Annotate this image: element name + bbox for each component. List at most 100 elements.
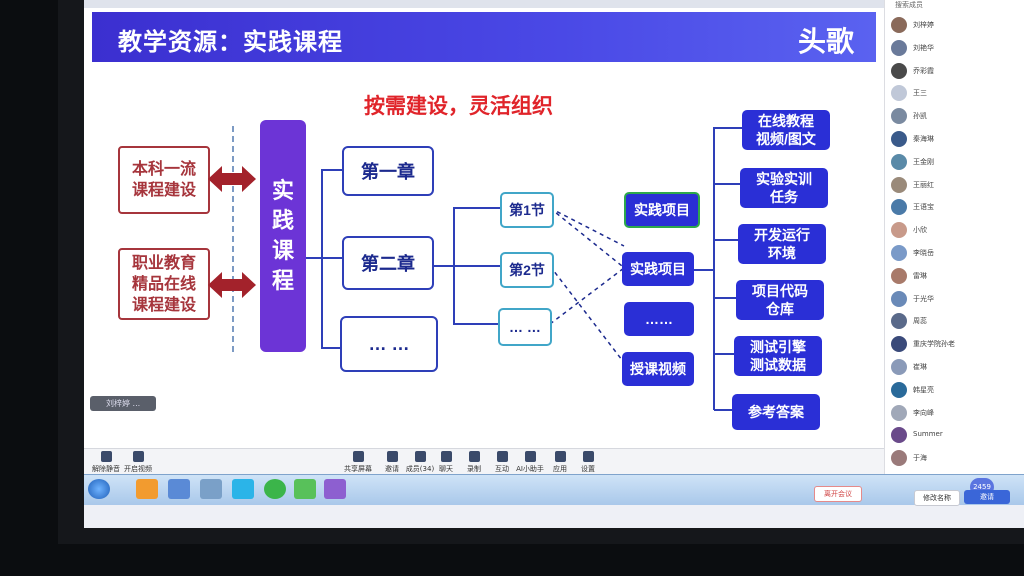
avatar <box>891 222 907 239</box>
mid-practice-project-1: 实践项目 <box>624 192 700 228</box>
camera-icon <box>132 451 144 462</box>
leave-meeting-button[interactable]: 离开会议 <box>814 486 862 502</box>
screen: 教学资源：实践课程 头歌 按需建设，灵活组织 本科一流 课程建设 职业教育 精品… <box>84 0 1024 528</box>
member-row[interactable]: 王金刚 <box>889 153 1019 171</box>
taskbar-app-6[interactable] <box>294 479 316 499</box>
chat-icon <box>440 451 452 462</box>
ai-icon <box>524 451 536 462</box>
taskbar-app-1[interactable] <box>136 479 158 499</box>
taskbar-app-2[interactable] <box>168 479 190 499</box>
avatar <box>891 85 907 102</box>
ai-assistant-button[interactable]: AI小助手 <box>512 451 548 474</box>
member-name: 崔琳 <box>913 363 927 371</box>
member-name: 李晓岳 <box>913 249 934 257</box>
mid-lecture-video: 授课视频 <box>622 352 694 386</box>
member-row[interactable]: 秦海琳 <box>889 130 1019 148</box>
member-name: Summer <box>913 430 943 439</box>
member-row[interactable]: 雷琳 <box>889 267 1019 285</box>
apps-icon <box>554 451 566 462</box>
settings-button[interactable]: 设置 <box>570 451 606 474</box>
start-video-button[interactable]: 开启视频 <box>120 451 156 474</box>
member-row[interactable]: 刘梓婷 <box>889 16 1019 34</box>
avatar <box>891 245 907 261</box>
avatar <box>891 62 907 79</box>
member-row[interactable]: Summer <box>889 426 1019 444</box>
taskbar-app-4[interactable] <box>232 479 254 499</box>
box-vocational-label: 职业教育 精品在线 课程建设 <box>131 254 196 314</box>
member-row[interactable]: 于光华 <box>889 290 1019 308</box>
member-row[interactable]: 王三 <box>889 84 1019 102</box>
record-button[interactable]: 录制 <box>456 451 492 474</box>
section-1: 第1节 <box>500 192 554 228</box>
invite-button[interactable]: 邀请 <box>374 451 410 474</box>
avatar <box>891 427 907 444</box>
right-code-repo: 项目代码 仓库 <box>736 280 824 320</box>
apps-button[interactable]: 应用 <box>542 451 578 474</box>
avatar <box>891 450 907 467</box>
member-row[interactable]: 于海 <box>889 449 1019 467</box>
right-reference-answer: 参考答案 <box>732 394 820 430</box>
invite-member-button[interactable]: 邀请 <box>964 490 1010 504</box>
member-name: 王金刚 <box>913 157 934 166</box>
rename-button[interactable]: 修改名称 <box>914 490 960 506</box>
member-name: 王丽红 <box>913 180 934 189</box>
avatar <box>891 381 907 398</box>
double-arrow-icon <box>208 272 256 298</box>
avatar <box>891 39 907 56</box>
member-row[interactable]: 小欣 <box>889 221 1019 239</box>
member-row[interactable]: 乔彩霞 <box>889 62 1019 80</box>
taskbar-app-7[interactable] <box>324 479 346 499</box>
mid-practice-project-2: 实践项目 <box>622 252 694 286</box>
section-2: 第2节 <box>500 252 554 288</box>
interact-button[interactable]: 互动 <box>484 451 520 474</box>
slide: 教学资源：实践课程 头歌 按需建设，灵活组织 本科一流 课程建设 职业教育 精品… <box>84 8 884 454</box>
divider-dashed <box>232 126 234 352</box>
avatar <box>891 153 907 170</box>
members-icon <box>414 451 426 462</box>
box-undergrad-label: 本科一流 课程建设 <box>131 161 196 199</box>
invite-icon <box>386 451 398 462</box>
share-screen-button[interactable]: 共享屏幕 <box>340 451 376 474</box>
member-row[interactable]: 崔琳 <box>889 358 1019 376</box>
chat-button[interactable]: 聊天 <box>428 451 464 474</box>
member-row[interactable]: 韩星亮 <box>889 381 1019 399</box>
member-row[interactable]: 王丽红 <box>889 176 1019 194</box>
meeting-toolbar: 解除静音 开启视频 共享屏幕 邀请 成员(34) 聊天 录制 互动 AI小助手 … <box>84 448 884 475</box>
slide-header: 教学资源：实践课程 头歌 <box>92 12 876 62</box>
members-sidebar: 搜索成员 刘梓婷刘艳华乔彩霞王三孙凯秦海琳王金刚王丽红王语宝小欣李晓岳雷琳于光华… <box>884 0 1024 474</box>
member-row[interactable]: 重庆学院孙老 <box>889 335 1019 353</box>
avatar <box>891 131 907 147</box>
avatar <box>891 199 907 216</box>
gear-icon <box>582 451 594 462</box>
section-more: … … <box>498 308 552 346</box>
speaker-mini-bar[interactable]: 刘梓婷 ... <box>90 396 156 411</box>
members-button[interactable]: 成员(34) <box>402 451 438 474</box>
member-row[interactable]: 李晓岳 <box>889 244 1019 262</box>
member-row[interactable]: 刘艳华 <box>889 39 1019 57</box>
member-name: 孙凯 <box>913 112 927 121</box>
member-name: 雷琳 <box>913 271 927 280</box>
avatar <box>891 17 907 33</box>
window-titlebar <box>84 0 884 10</box>
member-row[interactable]: 李向峰 <box>889 404 1019 422</box>
taskbar-app-5[interactable] <box>264 479 286 499</box>
avatar <box>891 176 907 193</box>
member-name: 周蕊 <box>913 317 927 326</box>
diagram-connectors <box>306 127 744 411</box>
start-button[interactable] <box>88 479 110 499</box>
avatar <box>891 404 907 421</box>
unmute-button[interactable]: 解除静音 <box>88 451 124 474</box>
chapter-more: … … <box>340 316 438 372</box>
member-name: 小欣 <box>913 226 927 235</box>
member-search-input[interactable]: 搜索成员 <box>895 1 923 9</box>
os-taskbar <box>84 474 1024 505</box>
taskbar-app-3[interactable] <box>200 479 222 499</box>
practice-course-bar: 实 践 课 程 <box>260 120 306 352</box>
member-row[interactable]: 王语宝 <box>889 198 1019 216</box>
avatar <box>891 313 907 330</box>
member-name: 乔彩霞 <box>913 66 934 75</box>
mic-icon <box>100 451 112 462</box>
member-row[interactable]: 周蕊 <box>889 312 1019 330</box>
member-row[interactable]: 孙凯 <box>889 107 1019 125</box>
member-name: 王三 <box>913 89 927 98</box>
